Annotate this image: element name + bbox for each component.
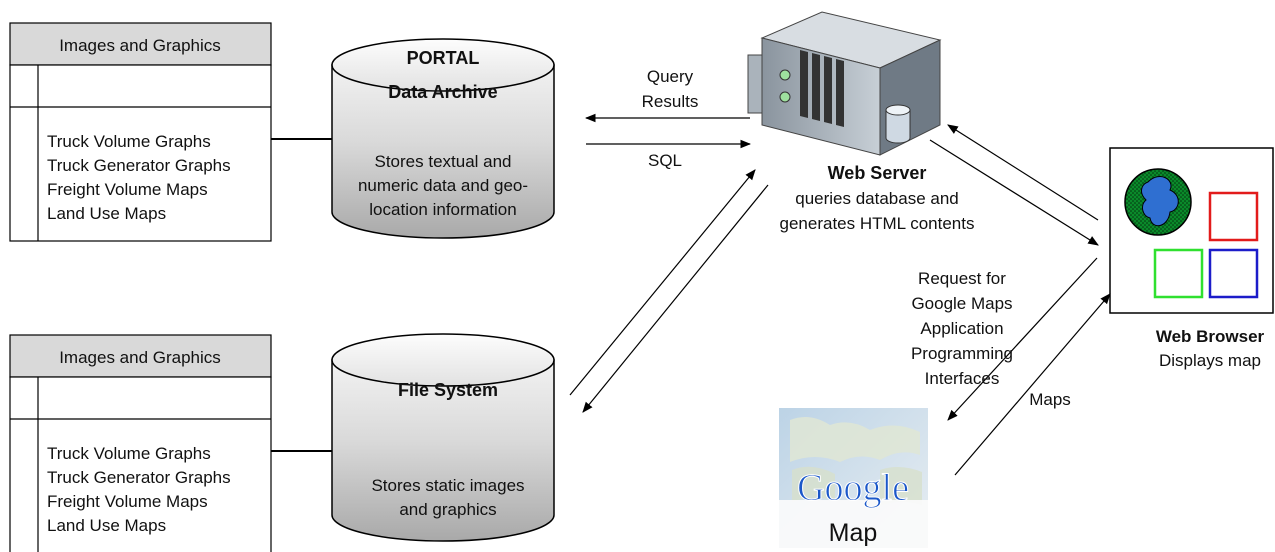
cylinder-top <box>331 333 555 387</box>
file-system-desc-line: and graphics <box>399 500 496 519</box>
web-server-title: Web Server <box>828 163 927 183</box>
google-request-line: Interfaces <box>925 369 1000 388</box>
file-system-cylinder: File System Stores static images and gra… <box>331 333 555 542</box>
web-browser-title: Web Browser <box>1156 327 1265 346</box>
archive-images-panel: Images and Graphics Truck Volume Graphs … <box>9 22 272 242</box>
google-request-line: Application <box>920 319 1003 338</box>
portal-subtitle: Data Archive <box>388 82 497 102</box>
panel-item: Truck Generator Graphs <box>47 156 231 175</box>
panel-item: Truck Volume Graphs <box>47 444 211 463</box>
google-map-icon: Google Map <box>779 408 928 548</box>
server-icon <box>747 11 942 156</box>
portal-title: PORTAL <box>407 48 480 68</box>
panel-header: Images and Graphics <box>59 36 221 55</box>
cylinder-body <box>331 359 555 542</box>
google-to-browser-arrow <box>954 293 1111 476</box>
file-to-server-arrow <box>569 169 756 396</box>
portal-desc-line: location information <box>369 200 516 219</box>
cylinder-top <box>331 38 555 92</box>
blue-square-icon <box>1208 248 1259 299</box>
portal-database-cylinder: PORTAL Data Archive Stores textual and n… <box>331 38 555 239</box>
web-browser-window <box>1109 147 1274 314</box>
google-request-line: Google Maps <box>911 294 1012 313</box>
portal-desc-line: Stores textual and <box>374 152 511 171</box>
sql-label: SQL <box>648 151 682 170</box>
google-request-line: Programming <box>911 344 1013 363</box>
panel-header: Images and Graphics <box>59 348 221 367</box>
file-system-title: File System <box>398 380 498 400</box>
server-to-browser-arrow <box>929 139 1099 246</box>
web-server-desc-line: queries database and <box>795 189 959 208</box>
google-map-caption: Map <box>829 519 878 547</box>
google-request-line: Request for <box>918 269 1006 288</box>
panel-header-bg <box>9 334 272 378</box>
panel-body <box>9 376 272 552</box>
portal-desc-line: numeric data and geo- <box>358 176 528 195</box>
red-square-icon <box>1208 191 1259 242</box>
panel-header-bg <box>9 22 272 66</box>
google-logo-text: Google <box>797 467 909 509</box>
panel-item: Freight Volume Maps <box>47 180 208 199</box>
panel-item: Freight Volume Maps <box>47 492 208 511</box>
panel-item: Truck Generator Graphs <box>47 468 231 487</box>
browser-frame <box>1109 147 1274 314</box>
web-server-desc-line: generates HTML contents <box>780 214 975 233</box>
cylinder-body <box>331 64 555 239</box>
results-label: Results <box>642 92 699 111</box>
panel-item: Truck Volume Graphs <box>47 132 211 151</box>
query-label: Query <box>647 67 694 86</box>
file-system-desc-line: Stores static images <box>371 476 524 495</box>
globe-land-shape <box>1141 176 1179 227</box>
maps-label: Maps <box>1029 390 1071 409</box>
browser-to-google-arrow <box>947 257 1098 421</box>
green-square-icon <box>1153 248 1204 299</box>
file-images-panel: Images and Graphics Truck Volume Graphs … <box>9 334 272 552</box>
panel-body <box>9 64 272 242</box>
web-browser-desc: Displays map <box>1159 351 1261 370</box>
panel-item: Land Use Maps <box>47 516 166 535</box>
server-to-file-arrow <box>582 184 769 413</box>
browser-to-server-arrow <box>947 124 1099 221</box>
panel-item: Land Use Maps <box>47 204 166 223</box>
